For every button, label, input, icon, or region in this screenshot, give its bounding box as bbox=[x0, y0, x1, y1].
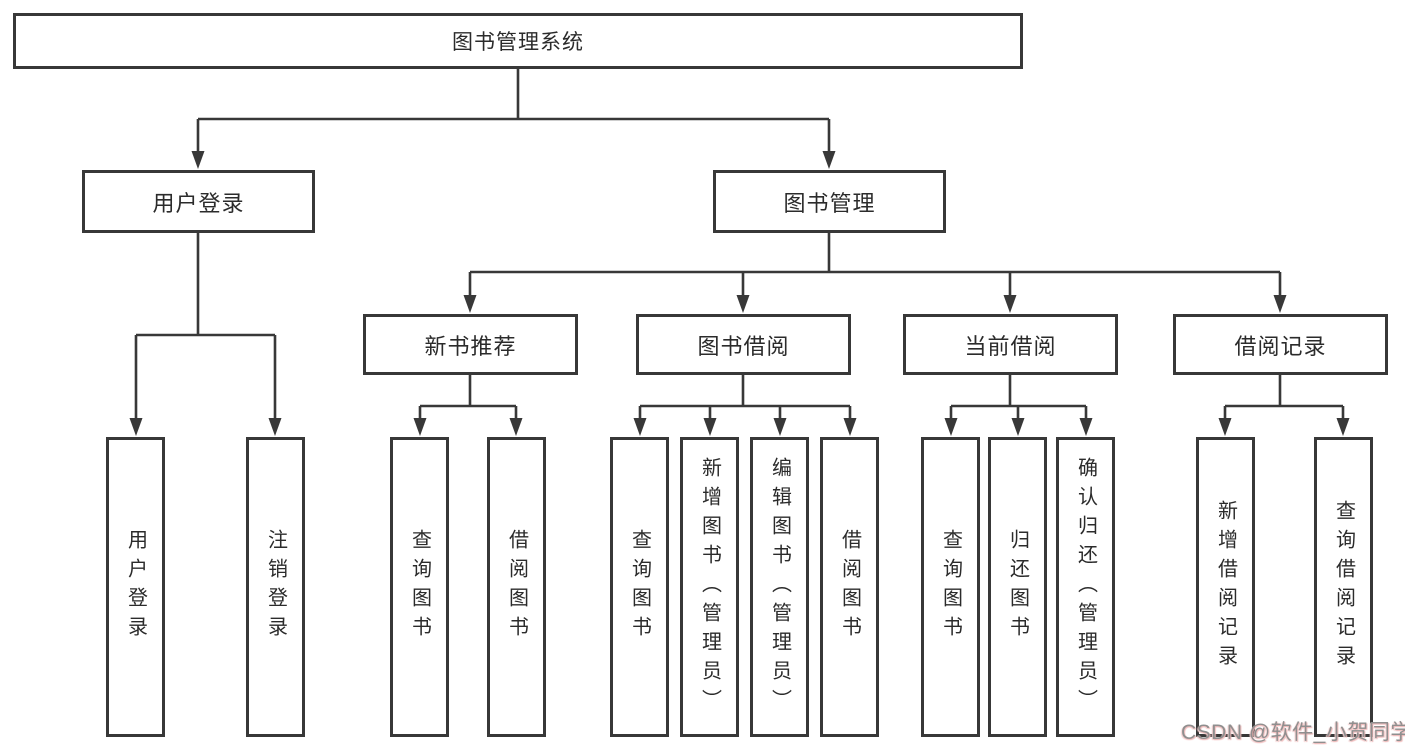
arrow-down-icon bbox=[1273, 295, 1287, 313]
arrow-down-icon bbox=[509, 418, 523, 436]
node-label: 归还图书 bbox=[1006, 529, 1029, 645]
arrow-down-icon bbox=[1079, 418, 1093, 436]
arrow-down-icon bbox=[843, 418, 857, 436]
leaf-borrow-books-recommend: 借阅图书 bbox=[487, 437, 546, 737]
leaf-edit-books-admin: 编辑图书（管理员） bbox=[750, 437, 809, 737]
arrow-down-icon bbox=[191, 151, 205, 169]
node-label: 查询借阅记录 bbox=[1332, 500, 1355, 674]
node-label: 确认归还（管理员） bbox=[1074, 456, 1097, 718]
node-user-login: 用户登录 bbox=[82, 170, 315, 233]
arrow-down-icon bbox=[1011, 418, 1025, 436]
arrow-down-icon bbox=[413, 418, 427, 436]
arrow-down-icon bbox=[463, 295, 477, 313]
node-label: 用户登录 bbox=[124, 529, 147, 645]
node-label: 借阅图书 bbox=[838, 529, 861, 645]
node-label: 借阅记录 bbox=[1234, 333, 1327, 359]
arrow-down-icon bbox=[633, 418, 647, 436]
arrow-down-icon bbox=[129, 418, 143, 436]
node-borrow-records: 借阅记录 bbox=[1173, 314, 1388, 375]
leaf-query-books-borrow: 查询图书 bbox=[610, 437, 669, 737]
arrow-down-icon bbox=[944, 418, 958, 436]
node-label: 借阅图书 bbox=[505, 529, 528, 645]
node-label: 图书借阅 bbox=[697, 333, 790, 359]
arrow-down-icon bbox=[703, 418, 717, 436]
node-label: 查询图书 bbox=[628, 529, 651, 645]
node-label: 当前借阅 bbox=[964, 333, 1057, 359]
arrow-down-icon bbox=[1218, 418, 1232, 436]
node-label: 新书推荐 bbox=[424, 333, 517, 359]
leaf-query-books-current: 查询图书 bbox=[921, 437, 980, 737]
leaf-add-books-admin: 新增图书（管理员） bbox=[680, 437, 739, 737]
leaf-borrow-books: 借阅图书 bbox=[820, 437, 879, 737]
node-label: 图书管理 bbox=[783, 190, 876, 216]
watermark: CSDN @软件_小贺同学 bbox=[1181, 721, 1405, 744]
leaf-query-books-recommend: 查询图书 bbox=[390, 437, 449, 737]
arrow-down-icon bbox=[773, 418, 787, 436]
leaf-query-borrow-record: 查询借阅记录 bbox=[1314, 437, 1373, 737]
node-label: 用户登录 bbox=[152, 190, 245, 216]
node-label: 编辑图书（管理员） bbox=[768, 456, 791, 718]
arrow-down-icons bbox=[129, 151, 1350, 436]
node-library-management-system: 图书管理系统 bbox=[13, 13, 1023, 69]
arrow-down-icon bbox=[822, 151, 836, 169]
node-label: 注销登录 bbox=[264, 529, 287, 645]
node-label: 查询图书 bbox=[408, 529, 431, 645]
node-label: 新增借阅记录 bbox=[1214, 500, 1237, 674]
leaf-add-borrow-record: 新增借阅记录 bbox=[1196, 437, 1255, 737]
node-current-borrow: 当前借阅 bbox=[903, 314, 1118, 375]
node-new-book-recommend: 新书推荐 bbox=[363, 314, 578, 375]
arrow-down-icon bbox=[1336, 418, 1350, 436]
arrow-down-icon bbox=[1003, 295, 1017, 313]
node-label: 查询图书 bbox=[939, 529, 962, 645]
leaf-logout: 注销登录 bbox=[246, 437, 305, 737]
leaf-return-books: 归还图书 bbox=[988, 437, 1047, 737]
arrow-down-icon bbox=[268, 418, 282, 436]
node-label: 新增图书（管理员） bbox=[698, 456, 721, 718]
arrow-down-icon bbox=[736, 295, 750, 313]
node-label: 图书管理系统 bbox=[452, 31, 584, 54]
node-book-management: 图书管理 bbox=[713, 170, 946, 233]
leaf-user-login: 用户登录 bbox=[106, 437, 165, 737]
leaf-confirm-return-admin: 确认归还（管理员） bbox=[1056, 437, 1115, 737]
node-book-borrow: 图书借阅 bbox=[636, 314, 851, 375]
